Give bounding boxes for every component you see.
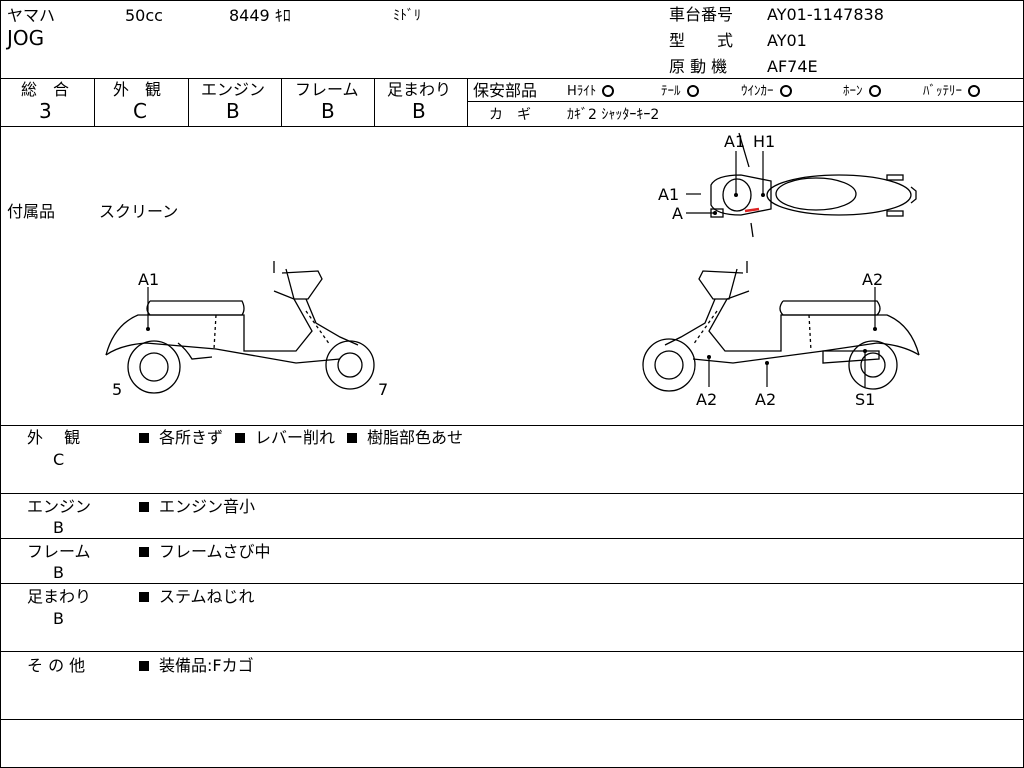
divider (1, 583, 1023, 584)
mark-a: A (672, 204, 683, 223)
bullet-square-icon (139, 502, 149, 512)
accessories-label: 付属品 (7, 202, 56, 221)
ok-circle-icon (686, 85, 699, 97)
scooter-right-view-diagram: A2 A2 A2 S1 (642, 261, 920, 409)
bullet-square-icon (139, 433, 149, 443)
mark-a2-floor: A2 (696, 390, 717, 409)
displacement: 50cc (125, 6, 163, 25)
scooter-left-view-diagram: A1 5 7 (105, 261, 388, 399)
safety-item-tail: ﾃｰﾙ (661, 83, 699, 101)
bullet-square-icon (347, 433, 358, 443)
divider (1, 719, 1023, 720)
divider (94, 78, 95, 126)
accessories-value: スクリーン (99, 202, 179, 221)
grade-label-suspension: 足まわり (387, 80, 452, 99)
remark-grade: B (53, 518, 64, 537)
remark-label: フレーム (27, 542, 91, 561)
engine-value: AF74E (767, 57, 818, 76)
scooter-top-view-diagram: A1 H1 A1 A (658, 132, 917, 238)
divider (1, 425, 1023, 426)
grade-exterior: C (133, 99, 147, 123)
grade-total: 3 (39, 99, 52, 123)
mark-a1-side: A1 (658, 185, 679, 204)
key-label: カ ギ (489, 107, 531, 123)
remark-label: 外 観 (27, 428, 81, 447)
mark-a1-top: A1 (724, 132, 745, 151)
mark-a1-left: A1 (138, 270, 159, 289)
grade-frame: B (321, 99, 335, 123)
mark-a2-body: A2 (755, 390, 776, 409)
ok-circle-icon (868, 85, 881, 97)
mark-s1: S1 (855, 390, 875, 409)
bullet-square-icon (139, 592, 149, 602)
mileage: 8449 ｷﾛ (229, 6, 291, 25)
divider (281, 78, 282, 126)
frame-no: AY01-1147838 (767, 5, 884, 24)
divider (467, 101, 1023, 102)
remark-label: そ の 他 (27, 656, 86, 675)
divider (188, 78, 189, 126)
remark-items: 装備品:Fカゴ (139, 657, 254, 675)
divider (1, 651, 1023, 652)
mark-a2-seat: A2 (862, 270, 883, 289)
mark-h1-top: H1 (753, 132, 775, 151)
ok-circle-icon (602, 85, 615, 97)
divider (1, 126, 1023, 127)
safety-label: 保安部品 (473, 81, 538, 100)
remark-items: フレームさび中 (139, 543, 271, 561)
color: ﾐﾄﾞﾘ (393, 8, 421, 24)
type-label: 型 式 (669, 31, 734, 50)
grade-label-engine: エンジン (201, 80, 266, 99)
ok-circle-icon (779, 85, 792, 97)
key-value: ｶｷﾞ2 ｼｬｯﾀｰｷｰ2 (567, 107, 660, 123)
mark-5: 5 (112, 380, 122, 399)
remark-label: エンジン (27, 497, 92, 516)
grade-suspension: B (412, 99, 426, 123)
ok-circle-icon (968, 85, 980, 97)
remark-items: 各所きずレバー削れ樹脂部色あせ (139, 429, 463, 447)
remark-grade: B (53, 609, 64, 628)
safety-item-winker: ｳｲﾝｶｰ (741, 83, 792, 101)
bullet-square-icon (235, 433, 246, 443)
bullet-square-icon (139, 661, 149, 671)
bullet-square-icon (139, 547, 149, 557)
grade-label-exterior: 外 観 (113, 80, 162, 99)
model-name: JOG (7, 26, 45, 50)
engine-label: 原 動 機 (669, 57, 728, 76)
remark-items: エンジン音小 (139, 498, 255, 516)
divider (467, 78, 468, 126)
type-value: AY01 (767, 31, 807, 50)
grade-label-frame: フレーム (295, 80, 359, 99)
grade-engine: B (226, 99, 240, 123)
frame-no-label: 車台番号 (669, 5, 734, 24)
remark-grade: B (53, 563, 64, 582)
safety-item-headlight: Hﾗｲﾄ (567, 83, 615, 101)
maker: ヤマハ (7, 6, 56, 25)
divider (1, 78, 1023, 79)
divider (1, 493, 1023, 494)
divider (1, 538, 1023, 539)
divider (374, 78, 375, 126)
safety-item-horn: ﾎｰﾝ (843, 83, 881, 101)
remark-grade: C (53, 450, 65, 469)
mark-7: 7 (378, 380, 388, 399)
safety-item-battery: ﾊﾞｯﾃﾘｰ (923, 83, 980, 101)
remark-label: 足まわり (27, 587, 92, 606)
grade-label-total: 総 合 (21, 80, 70, 99)
remark-items: ステムねじれ (139, 588, 255, 606)
